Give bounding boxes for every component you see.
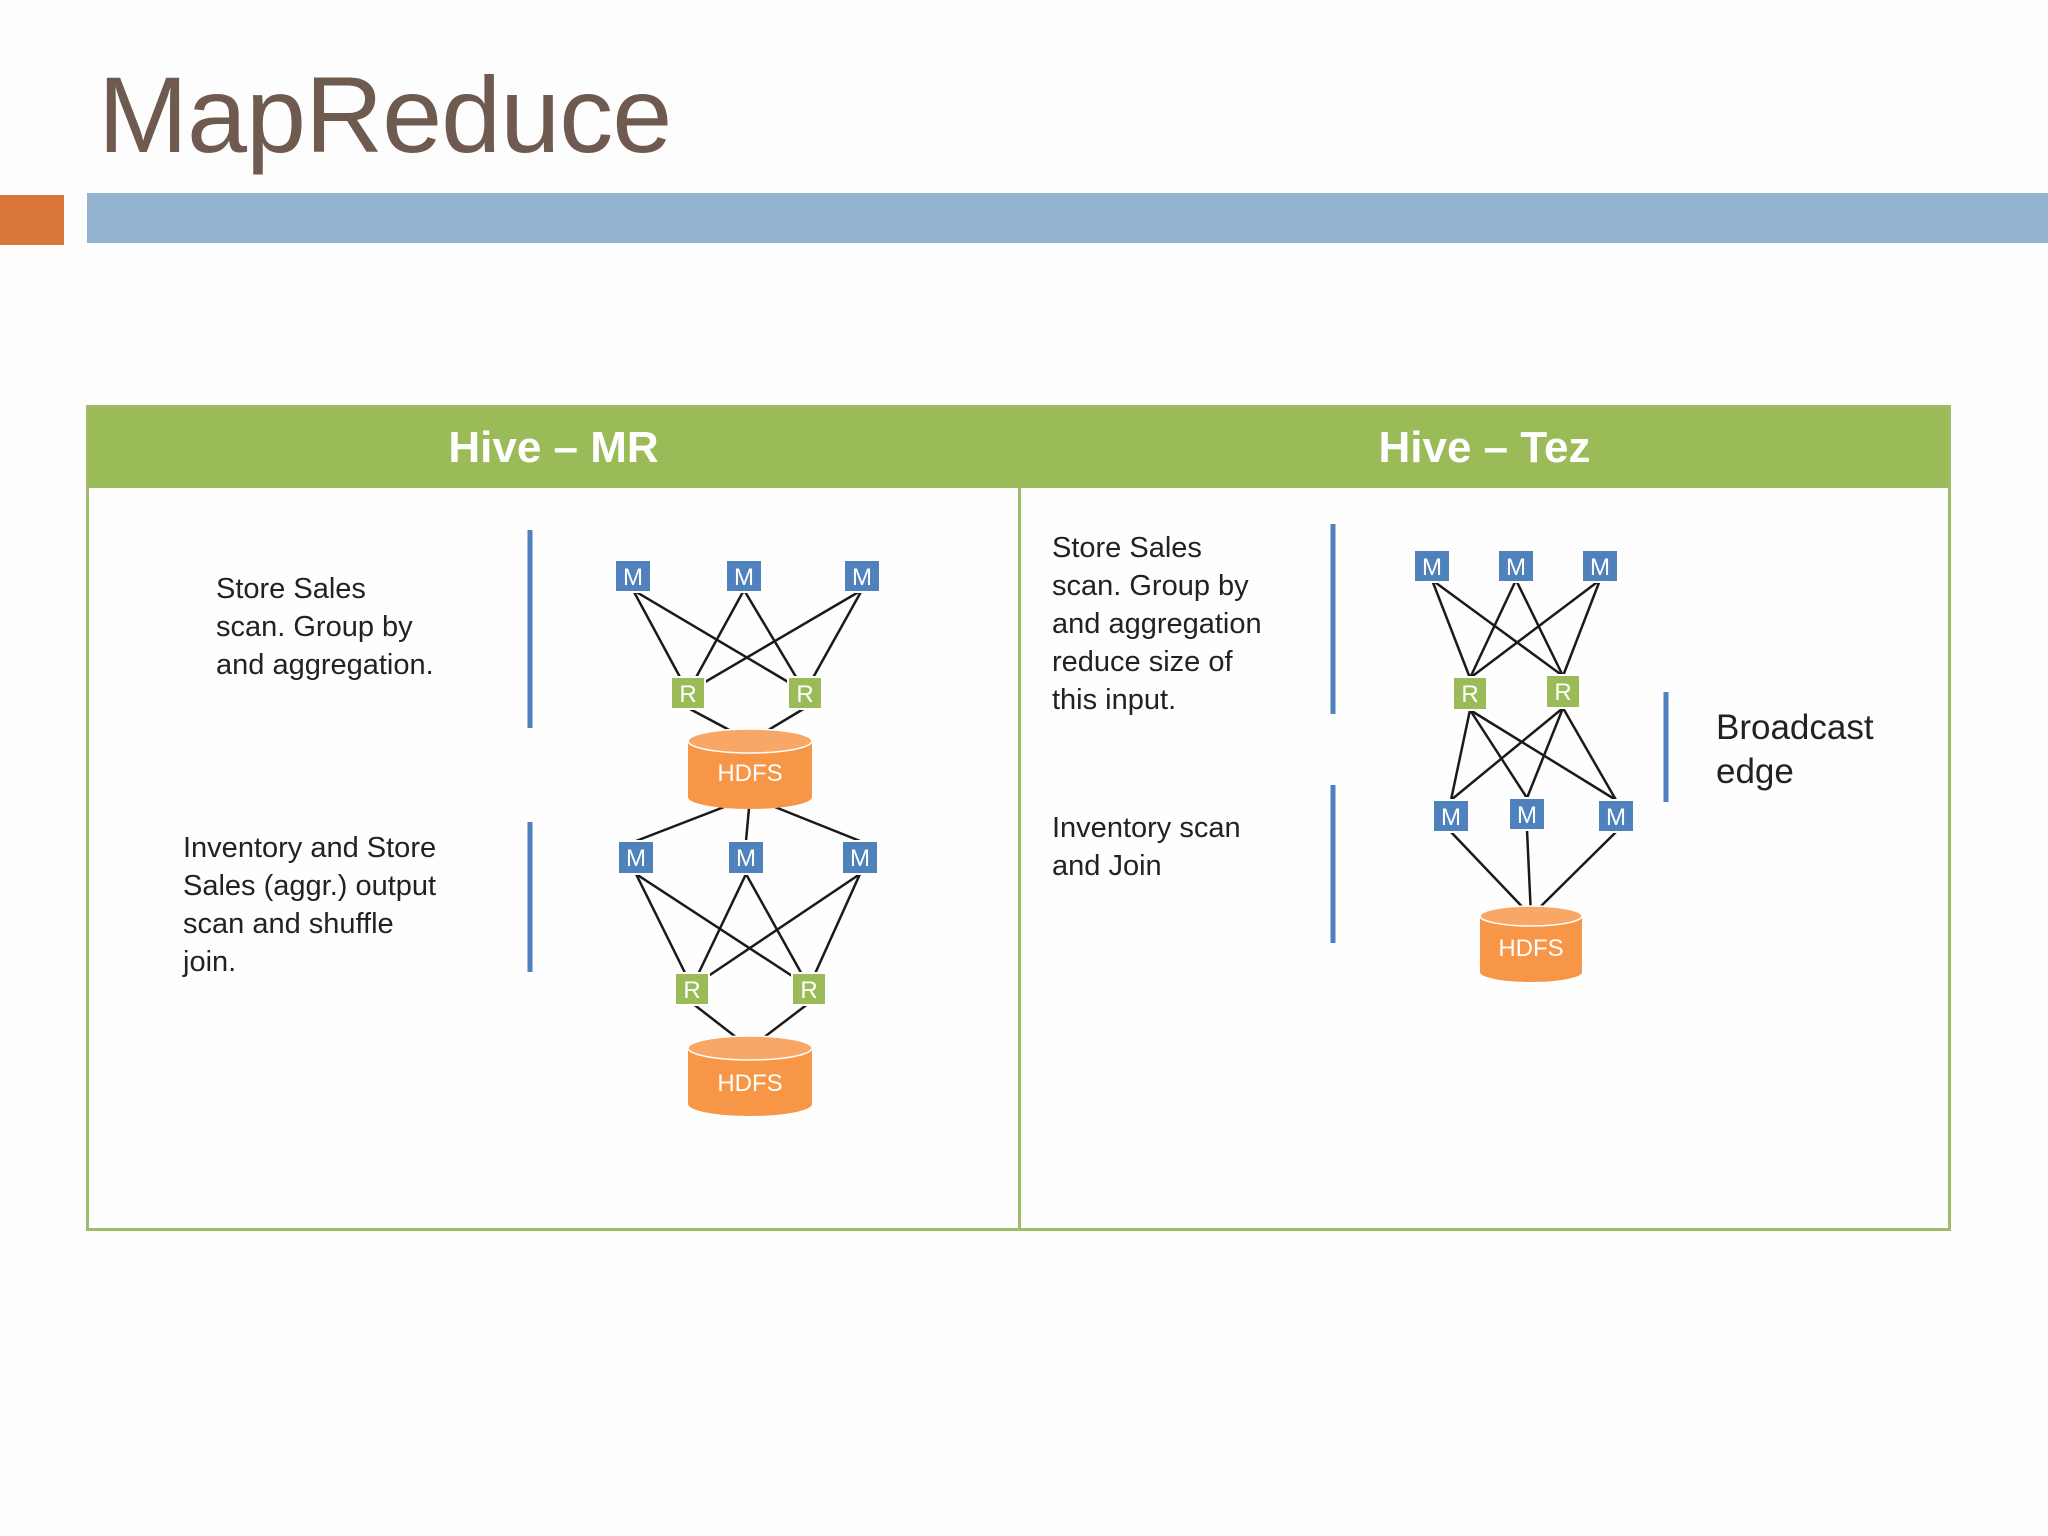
edge <box>635 872 810 989</box>
svg-text:M: M <box>734 564 754 591</box>
column-divider <box>1018 488 1021 1228</box>
reduce-node: R <box>674 972 710 1006</box>
map-node: M <box>1432 799 1470 833</box>
mr-hdfs-stage1-label: HDFS <box>717 760 782 787</box>
edge <box>1431 578 1564 678</box>
edge <box>1525 707 1565 799</box>
edge <box>1468 579 1518 679</box>
edge <box>690 873 748 988</box>
edge <box>1430 579 1472 679</box>
edge <box>1514 579 1565 677</box>
edge <box>1450 707 1564 801</box>
svg-text:M: M <box>852 564 872 591</box>
svg-text:M: M <box>850 845 870 872</box>
title-underline-bar <box>87 193 2048 243</box>
map-node: M <box>617 840 655 875</box>
svg-text:R: R <box>796 681 813 708</box>
tez-reduce-nodes: R R <box>1452 674 1581 711</box>
svg-text:M: M <box>1441 804 1461 831</box>
svg-text:R: R <box>800 977 817 1004</box>
mr-stage2-map-nodes: M M M <box>617 840 879 875</box>
slide-title: MapReduce <box>98 54 672 175</box>
reduce-node: R <box>1452 676 1488 711</box>
edge <box>1561 579 1602 677</box>
title-accent-square <box>0 195 64 245</box>
map-node: M <box>1497 549 1535 583</box>
mr-stage1-map-nodes: M M M <box>614 559 881 593</box>
edge <box>1468 709 1529 799</box>
mr-hdfs-stage1-icon: HDFS <box>687 728 813 809</box>
mr-hdfs-stage2-icon: HDFS <box>687 1035 813 1116</box>
svg-text:R: R <box>1461 681 1478 708</box>
map-node: M <box>725 559 763 593</box>
map-node: M <box>1508 797 1546 831</box>
tez-top-map-nodes: M M M <box>1413 549 1619 583</box>
edge <box>1449 709 1472 801</box>
reduce-node: R <box>1545 674 1581 709</box>
svg-text:M: M <box>1606 804 1626 831</box>
edge <box>1561 707 1618 801</box>
map-node: M <box>1597 799 1635 833</box>
svg-text:M: M <box>626 845 646 872</box>
tez-caption-inventory-join: Inventory scan and Join <box>1052 812 1241 882</box>
comparison-table: Hive – MR Hive – Tez <box>86 405 1951 1231</box>
tez-hdfs-label: HDFS <box>1498 935 1563 962</box>
edge <box>1525 829 1533 917</box>
map-node: M <box>727 840 765 875</box>
edge <box>1450 831 1532 917</box>
svg-text:M: M <box>1422 554 1442 581</box>
reduce-node: R <box>787 676 823 710</box>
svg-text:M: M <box>1506 554 1526 581</box>
mr-stage1-reduce-nodes: R R <box>670 676 823 710</box>
svg-text:R: R <box>683 977 700 1004</box>
svg-text:R: R <box>679 681 696 708</box>
mr-caption-store-sales: Store Sales scan. Group by and aggregati… <box>216 573 434 681</box>
table-header-row: Hive – MR Hive – Tez <box>89 408 1948 488</box>
edge <box>686 589 746 693</box>
tez-hdfs-icon: HDFS <box>1479 905 1583 982</box>
svg-text:M: M <box>1590 554 1610 581</box>
edge <box>803 589 864 693</box>
map-node: M <box>841 840 879 875</box>
map-node: M <box>1581 549 1619 583</box>
tez-bottom-map-nodes: M M M <box>1432 797 1635 833</box>
tez-caption-store-sales: Store Sales scan. Group by and aggregati… <box>1052 532 1262 716</box>
tez-caption-broadcast-edge: Broadcast edge <box>1716 708 1874 791</box>
edge <box>631 589 690 693</box>
edge <box>634 873 694 988</box>
svg-text:M: M <box>736 845 756 872</box>
edge <box>687 588 863 694</box>
mr-stage2-reduce-nodes: R R <box>674 972 827 1006</box>
map-node: M <box>843 559 881 593</box>
section-rules <box>527 524 1669 972</box>
svg-text:M: M <box>1517 802 1537 829</box>
edge <box>632 588 806 694</box>
mr-caption-inventory-join: Inventory and Store Sales (aggr.) output… <box>183 832 437 978</box>
edge <box>691 872 861 989</box>
mr-hdfs-stage2-label: HDFS <box>717 1070 782 1097</box>
edge <box>807 873 862 988</box>
hdfs-storage-nodes: HDFS HDFS HDFS <box>687 728 1583 1116</box>
map-node: M <box>1413 549 1451 583</box>
svg-text:M: M <box>623 564 643 591</box>
map-node: M <box>614 559 652 593</box>
edge <box>1469 579 1601 679</box>
reduce-node: R <box>791 972 827 1006</box>
svg-text:R: R <box>1554 679 1571 706</box>
header-hive-mr: Hive – MR <box>448 423 659 472</box>
reduce-node: R <box>670 676 706 710</box>
header-hive-tez: Hive – Tez <box>1378 423 1591 472</box>
edge <box>1530 831 1617 917</box>
